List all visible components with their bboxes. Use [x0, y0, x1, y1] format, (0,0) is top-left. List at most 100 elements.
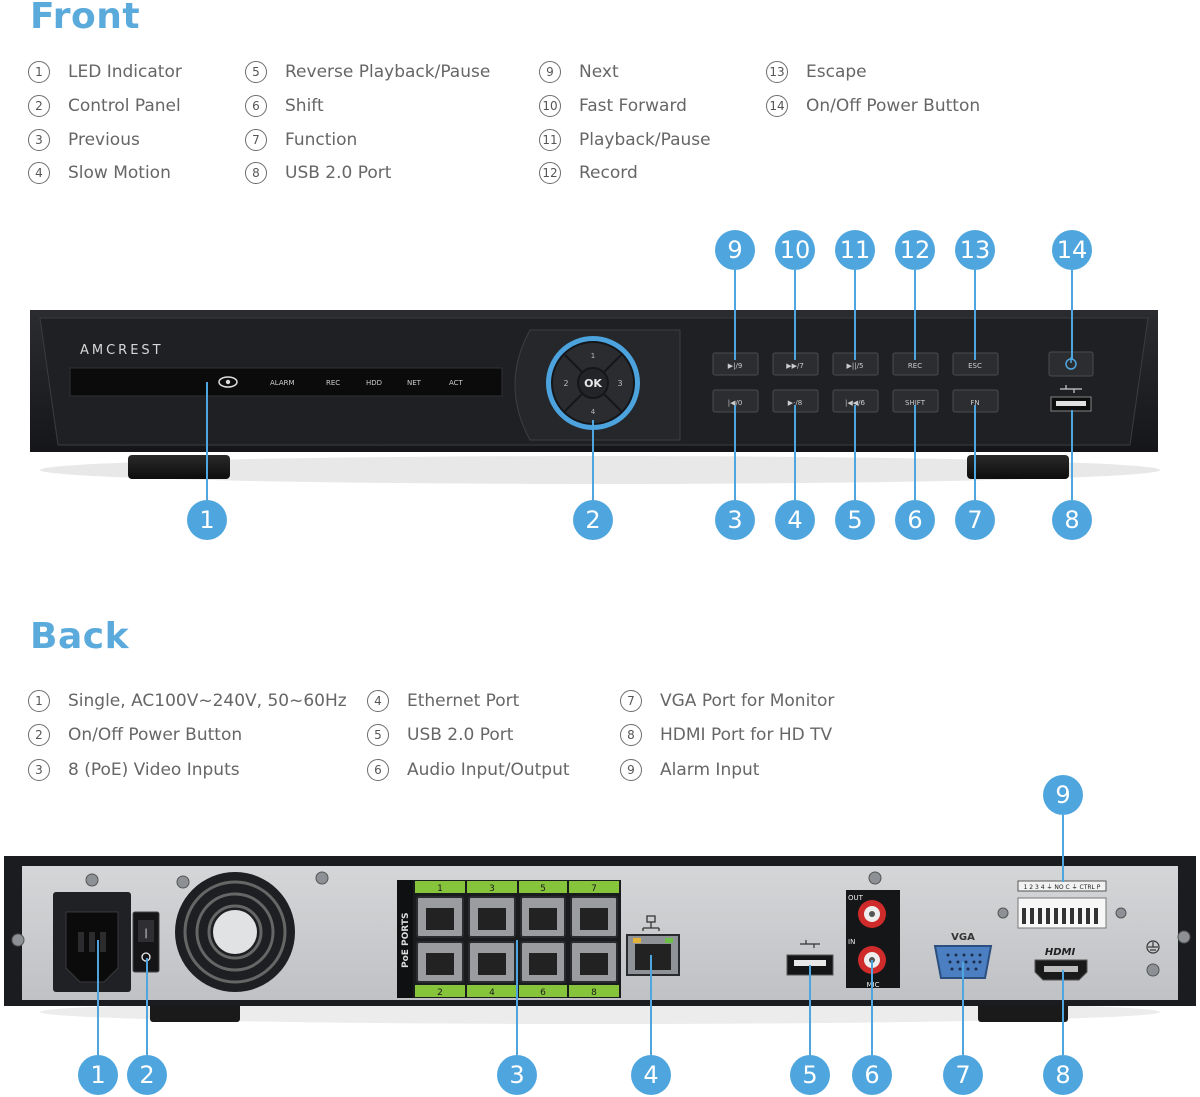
legend-label: Control Panel — [68, 96, 181, 116]
usb-icon — [1060, 385, 1082, 393]
poe-top-labels: 1 3 5 7 — [415, 881, 619, 894]
legend-label: Ethernet Port — [407, 691, 520, 711]
ok-button[interactable] — [577, 367, 609, 399]
previous-button-label: |◀/0 — [728, 399, 743, 407]
function-button-label: FN — [970, 399, 979, 407]
slow-motion-button-label: ▶·/8 — [788, 399, 802, 407]
callout-6: 6 — [895, 500, 935, 540]
screw — [997, 907, 1009, 919]
fan-grille — [183, 880, 287, 984]
poe-ports-label: PoE PORTS — [401, 913, 411, 968]
screw — [176, 875, 190, 889]
poe-port-number: 3 — [489, 884, 495, 894]
legend-number: 2 — [28, 724, 50, 746]
audio-out-label: OUT — [848, 894, 864, 902]
callout-9: 9 — [1043, 775, 1083, 815]
back-legend-item: 8 HDMI Port for HD TV — [620, 722, 832, 748]
poe-port-number: 6 — [540, 988, 546, 998]
legend-label: Record — [579, 163, 638, 183]
legend-number: 9 — [620, 759, 642, 781]
legend-label: USB 2.0 Port — [407, 725, 514, 745]
callout-5: 5 — [790, 1055, 830, 1095]
shift-button-label: SHIFT — [905, 399, 926, 407]
alarm-terminal-pins — [1022, 908, 1098, 924]
legend-label: Fast Forward — [579, 96, 687, 116]
back-legend-item: 2 On/Off Power Button — [28, 722, 242, 748]
legend-label: Audio Input/Output — [407, 760, 570, 780]
legend-label: Shift — [285, 96, 324, 116]
legend-label: Reverse Playback/Pause — [285, 62, 491, 82]
poe-jack-holes — [426, 908, 608, 975]
front-legend-item: 9 Next — [539, 59, 619, 85]
legend-number: 7 — [620, 690, 642, 712]
callout-9: 9 — [715, 230, 755, 270]
legend-number: 3 — [28, 759, 50, 781]
brand-logo: AMCREST — [80, 343, 164, 358]
callout-1: 1 — [78, 1055, 118, 1095]
callout-2: 2 — [573, 500, 613, 540]
front-legend-item: 4 Slow Motion — [28, 160, 171, 186]
poe-port-number: 8 — [591, 988, 597, 998]
ok-label: OK — [584, 377, 602, 390]
screw — [11, 933, 25, 947]
legend-number: 8 — [620, 724, 642, 746]
legend-number: 4 — [367, 690, 389, 712]
front-button-row-top: ▶|/9 ▶▶/7 ▶||/5 REC ESC — [712, 352, 999, 376]
escape-button-label: ESC — [968, 362, 982, 370]
legend-number: 3 — [28, 129, 50, 151]
screw — [1177, 930, 1191, 944]
back-title: Back — [30, 616, 130, 657]
callout-5: 5 — [835, 500, 875, 540]
legend-number: 11 — [539, 129, 561, 151]
legend-number: 6 — [367, 759, 389, 781]
arrow-right-label: 3 — [617, 379, 622, 388]
callout-4: 4 — [775, 500, 815, 540]
legend-label: Single, AC100V~240V, 50~60Hz — [68, 691, 347, 711]
callout-14: 14 — [1052, 230, 1092, 270]
back-callout-lines — [97, 815, 1064, 1055]
callout-1: 1 — [187, 500, 227, 540]
indicator-rec: REC — [326, 379, 340, 387]
legend-number: 9 — [539, 61, 561, 83]
callout-10: 10 — [775, 230, 815, 270]
legend-label: Function — [285, 130, 358, 150]
indicator-hdd: HDD — [366, 379, 382, 387]
legend-number: 1 — [28, 61, 50, 83]
front-device-diagram: AMCREST ALARM REC HDD NET ACT OK 1 2 3 4… — [30, 270, 1160, 500]
back-legend-item: 6 Audio Input/Output — [367, 757, 570, 783]
callout-6: 6 — [852, 1055, 892, 1095]
back-legend-item: 4 Ethernet Port — [367, 688, 519, 714]
vga-label: VGA — [951, 932, 975, 943]
reverse-playback-button-label: |◀◀/6 — [845, 399, 865, 407]
screw — [315, 871, 329, 885]
indicator-alarm: ALARM — [270, 379, 295, 387]
legend-label: Previous — [68, 130, 140, 150]
legend-number: 7 — [245, 129, 267, 151]
front-legend-item: 7 Function — [245, 127, 357, 153]
screw — [868, 871, 882, 885]
legend-label: HDMI Port for HD TV — [660, 725, 833, 745]
legend-number: 2 — [28, 95, 50, 117]
led-indicator-strip — [69, 367, 503, 397]
callout-12: 12 — [895, 230, 935, 270]
device-foot — [128, 455, 230, 479]
legend-label: Slow Motion — [68, 163, 171, 183]
legend-label: Next — [579, 62, 619, 82]
legend-label: Alarm Input — [660, 760, 760, 780]
screw — [1115, 907, 1127, 919]
legend-number: 4 — [28, 162, 50, 184]
hdmi-label: HDMI — [1045, 947, 1076, 958]
callout-8: 8 — [1052, 500, 1092, 540]
ground-icon — [1146, 940, 1160, 954]
legend-label: On/Off Power Button — [68, 725, 243, 745]
